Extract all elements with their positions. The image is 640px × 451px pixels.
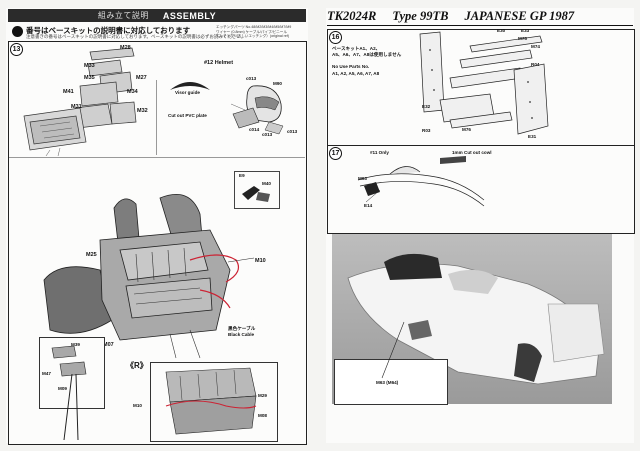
base-parts-jp-line: ベースキットA1、A2、 (332, 46, 381, 51)
inset-right-drawing (165, 367, 257, 435)
part-label: M27 (136, 75, 147, 81)
base-parts-jp-line: A5、A6、A7、A8は使用しません (332, 52, 402, 57)
floor-part-label: E33 (521, 28, 530, 33)
bullet-dot-icon (12, 26, 23, 37)
helmet-part-label: c014 (249, 127, 260, 132)
ref-note: エッチングパーツ No.48/M2/M3/M4/M5/M7/M9 (216, 25, 292, 29)
cable-label-en: Black Cable (228, 332, 255, 337)
floor-part-label: M75 (518, 36, 527, 41)
floor-part-label: E30 (497, 28, 506, 33)
floor-part-label: E31 (528, 134, 537, 139)
floor-part-label: E32 (422, 104, 431, 109)
part-label: M32 (137, 108, 148, 114)
step-17-number: 17 (329, 147, 342, 160)
part-label: M34 (127, 89, 138, 95)
inset-right-title: 《R》 (126, 361, 148, 370)
engine-part-label: M10 (255, 258, 266, 264)
engine-part-label: M07 (103, 342, 114, 348)
cowl-part-label: E14 (364, 203, 373, 208)
detail-part-label: M40 (262, 181, 271, 186)
kit-type: Type 99TB (392, 9, 449, 23)
helmet-part-label: c013 (287, 129, 298, 134)
engine-part-label: M25 (86, 252, 97, 258)
assembly-header-title: ASSEMBLY (162, 10, 217, 21)
cutout-pvc-label: Cut out PVC plate (168, 113, 207, 118)
note-main-text: 番号はベースキットの説明書に対応しております (26, 26, 191, 35)
visor-guide-label: Visor guide (175, 90, 200, 95)
part-label: M28 (120, 45, 131, 51)
cowl-part-label: M03 (358, 176, 367, 181)
inset-left-drawing (51, 345, 87, 441)
helmet-part-label: c013 (246, 76, 257, 81)
reference-notes: エッチングパーツ No.48/M2/M3/M4/M5/M7/M9 ワイヤー (0… (216, 25, 304, 39)
no-use-parts: A1, A2, A5, A6, A7, A8 (332, 71, 380, 76)
floor-part-label: M76 (462, 127, 471, 132)
helmet-part-label: M90 (273, 81, 282, 86)
helmet-part-label: c013 (262, 132, 273, 137)
note-sub-text: 注意書きの番号はベースキットの説明書に対応しております。ベースキットの説明書は必… (26, 34, 246, 39)
helmet-drawing (230, 85, 284, 135)
floor-parts-drawing (419, 31, 543, 129)
part-label: M31 (71, 104, 82, 110)
kit-gp: JAPANESE GP 1987 (464, 9, 575, 23)
car-silhouette (347, 253, 605, 385)
photo-caption: M63 (M64) (376, 380, 399, 385)
floor-part-label: R03 (422, 128, 431, 133)
ref-note: エッチング（正しいエッチング）(original ref) (216, 34, 290, 39)
floor-part-label: R04 (531, 62, 540, 67)
base-kit-note: 番号はベースキットの説明書に対応しております 注意書きの番号はベースキットの説明… (10, 24, 306, 40)
inset-left-part-label: M47 (42, 371, 51, 376)
cowl-drawing (357, 156, 485, 207)
main-assembly-drawing (43, 194, 255, 359)
step-16-number: 16 (329, 31, 342, 44)
step-13-number: 13 (10, 43, 23, 56)
kit-code: TK2024R (327, 9, 377, 23)
inset-left-part-label: M09 (58, 386, 67, 391)
side-panel-drawing (513, 63, 549, 135)
engine-parts-drawing (23, 47, 137, 157)
visor-guide-drawing (170, 82, 210, 90)
step-13-vertical-divider (156, 80, 157, 155)
inset-left-part-label: M39 (71, 342, 80, 347)
photo-callout-box (334, 359, 448, 405)
floor-part-label: M74 (531, 44, 540, 49)
kit-header: TK2024R Type 99TB JAPANESE GP 1987 (327, 8, 633, 26)
inset-right-part-label: M10 (133, 403, 142, 408)
part-label: M33 (84, 63, 95, 69)
helmet-title: #12 Helmet (204, 60, 234, 66)
ref-note: ワイヤー (0.8mm) ケーブル/パイプ/ビニール (216, 29, 287, 34)
only-label: #11 Only (370, 150, 389, 155)
step-13-horizontal-divider (9, 157, 305, 158)
detail-part-label: E9 (239, 173, 245, 178)
assembly-header: 組み立て説明 ASSEMBLY (8, 9, 306, 22)
cutout-cowl-label: 1mm Cut out cowl (452, 150, 492, 155)
part-label: M41 (63, 89, 74, 95)
assembly-header-jp: 組み立て説明 (97, 11, 149, 20)
inset-right-part-label: M29 (258, 393, 267, 398)
caption-leader-line (381, 321, 405, 379)
no-use-title: No Use Parts No. (332, 64, 370, 69)
cable-label-jp: 黒色ケーブル (228, 326, 256, 331)
inset-right-part-label: M08 (258, 413, 267, 418)
part-label: M35 (84, 75, 95, 81)
bracket-drawing (242, 186, 270, 202)
